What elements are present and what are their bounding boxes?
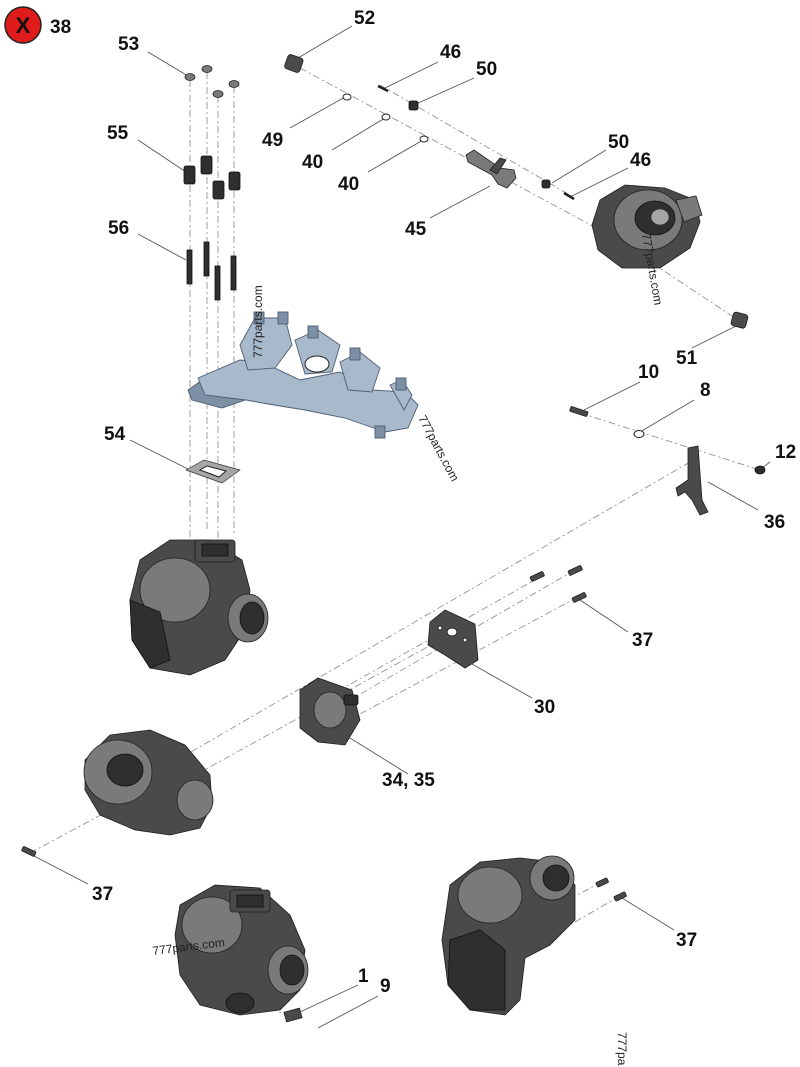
bracket-plate-30[interactable] [427,609,479,669]
badge-symbol: X [16,13,31,38]
callout-36[interactable]: 36 [764,512,785,533]
callout-40-a[interactable]: 40 [302,152,323,173]
bracket-hardware[interactable] [569,406,766,475]
plug-52 [284,54,304,73]
lever-45[interactable] [465,149,517,189]
stud-56-a [186,249,193,285]
pin-46-b [563,191,575,201]
nut-53-a [184,73,196,81]
bracket-36[interactable] [675,445,709,516]
washer-40-b [419,135,429,143]
spacer-55-d [228,171,241,191]
callout-8[interactable]: 8 [700,380,711,401]
callout-37-b[interactable]: 37 [92,884,113,905]
callout-53[interactable]: 53 [118,34,139,55]
turbocharger-bottom-right[interactable] [441,855,576,1016]
pin-46-a [377,84,389,93]
stud-56-c [214,265,221,301]
callout-46-a[interactable]: 46 [440,42,461,63]
callout-37-a[interactable]: 37 [632,630,653,651]
callout-9[interactable]: 9 [380,976,391,997]
nut-12 [754,465,766,475]
callout-54[interactable]: 54 [104,424,126,445]
turbocharger-lower[interactable] [174,884,309,1016]
bushing-50-b [541,179,551,189]
watermark-1: 777parts.com [251,285,265,358]
gasket-54[interactable] [185,459,241,484]
bolts-37-bottom-right[interactable] [595,877,627,902]
top-fittings[interactable] [284,54,575,201]
callout-51[interactable]: 51 [676,348,698,369]
watermark-5: 777pa [615,1032,629,1066]
washer-40-a [381,113,391,121]
bushing-50-a [408,100,419,111]
callout-50-a[interactable]: 50 [476,59,497,80]
remove-badge[interactable]: X 38 [4,6,71,44]
watermark-2: 777parts.com [415,413,461,484]
actuator-34-35[interactable] [299,677,361,746]
callout-1[interactable]: 1 [358,966,369,987]
washer-49 [342,93,352,101]
studs-group[interactable] [183,65,241,301]
washer-8 [633,430,645,438]
callout-50-b[interactable]: 50 [608,132,629,153]
callout-52[interactable]: 52 [354,8,375,29]
turbocharger-upper[interactable] [129,539,269,676]
spacer-55-c [212,180,225,200]
plug-51[interactable] [730,311,749,329]
nut-53-d [228,80,240,88]
bolts-37-right[interactable] [529,565,587,603]
bolt-10 [569,406,589,417]
nut-53-b [201,65,213,73]
callout-12[interactable]: 12 [775,442,796,463]
callout-34-35[interactable]: 34, 35 [382,770,435,791]
nut-53-c [212,90,224,98]
callout-37-c[interactable]: 37 [676,930,697,951]
callout-10[interactable]: 10 [638,362,659,383]
turbocharger-middle[interactable] [83,729,214,836]
callout-46-b[interactable]: 46 [630,150,651,171]
callout-49[interactable]: 49 [262,130,283,151]
callout-55[interactable]: 55 [107,123,129,144]
callout-30[interactable]: 30 [534,697,555,718]
stud-56-b [203,241,210,277]
leader-lines [33,25,771,1029]
callout-45[interactable]: 45 [405,219,427,240]
spacer-55-b [200,155,213,175]
badge-number: 38 [50,17,71,38]
plate-1[interactable] [283,1007,303,1023]
remove-x-icon [4,6,42,44]
bolt-37-left[interactable] [21,846,37,857]
stud-56-d [230,255,237,291]
callout-56[interactable]: 56 [108,218,129,239]
exhaust-manifold[interactable] [187,311,419,439]
spacer-55-a [183,165,196,185]
callouts: 52 53 46 50 49 40 40 55 50 46 45 56 51 1… [92,8,796,997]
callout-40-b[interactable]: 40 [338,174,359,195]
actuator-housing-top[interactable] [591,184,703,269]
